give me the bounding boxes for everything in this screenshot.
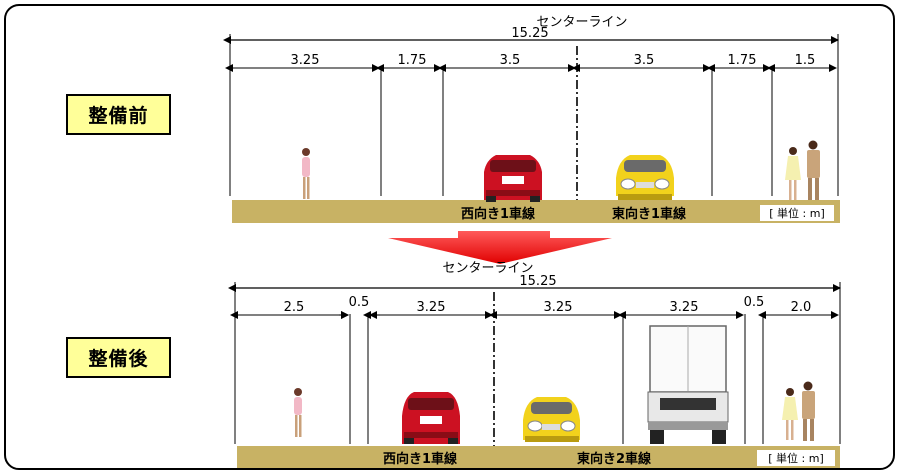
after-centerline-label: センターライン (442, 261, 533, 276)
after-segment-2: 0.5 (349, 295, 370, 310)
transition-arrow (388, 231, 612, 264)
after-segment-4: 3.25 (544, 300, 573, 315)
before-boundary-lines (229, 34, 839, 196)
before-pedestrian-couple-icon (785, 140, 820, 200)
before-red-car-icon (484, 155, 542, 202)
before-lane-west: 西向き1車線 (461, 206, 536, 222)
after-segment-1: 2.5 (284, 300, 305, 315)
before-segment-6: 1.5 (795, 53, 816, 68)
after-segment-5: 3.25 (670, 300, 699, 315)
after-pedestrian-left-icon (294, 388, 302, 437)
section-after: センターライン 15.25 2.5 0.5 3.25 3.25 (228, 261, 841, 468)
after-yellow-car-icon (523, 397, 580, 442)
after-unit: [ 単位 : m] (768, 451, 824, 465)
after-segment-3: 3.25 (417, 300, 446, 315)
before-lane-east: 東向き1車線 (612, 206, 687, 222)
after-pedestrian-couple-icon (782, 381, 815, 441)
before-pedestrian-left-icon (302, 148, 310, 199)
before-road-surface (232, 200, 840, 223)
before-segment-5: 1.75 (728, 53, 757, 68)
after-segment-6: 0.5 (744, 295, 765, 310)
before-segment-1: 3.25 (291, 53, 320, 68)
after-label: 整備後 (66, 337, 171, 378)
before-segment-3: 3.5 (500, 53, 521, 68)
before-segment-2: 1.75 (398, 53, 427, 68)
before-yellow-car-icon (616, 155, 674, 200)
before-unit-box (760, 205, 834, 221)
before-unit: [ 単位 : m] (769, 206, 825, 220)
after-lane-west: 西向き1車線 (383, 451, 458, 467)
before-total-width: 15.25 (511, 26, 548, 41)
after-truck-icon (647, 325, 729, 444)
after-boundary-lines (234, 282, 841, 444)
section-before: センターライン 15.25 3.25 1.75 3.5 3.5 (223, 15, 840, 223)
after-red-car-icon (402, 392, 460, 444)
after-road-surface (237, 446, 840, 468)
after-segment-7: 2.0 (791, 300, 812, 315)
after-unit-box (757, 450, 835, 466)
after-total-width: 15.25 (519, 274, 556, 289)
before-segment-4: 3.5 (634, 53, 655, 68)
after-lane-east: 東向き2車線 (577, 451, 652, 467)
before-label: 整備前 (66, 94, 171, 135)
before-centerline-label: センターライン (536, 15, 627, 30)
